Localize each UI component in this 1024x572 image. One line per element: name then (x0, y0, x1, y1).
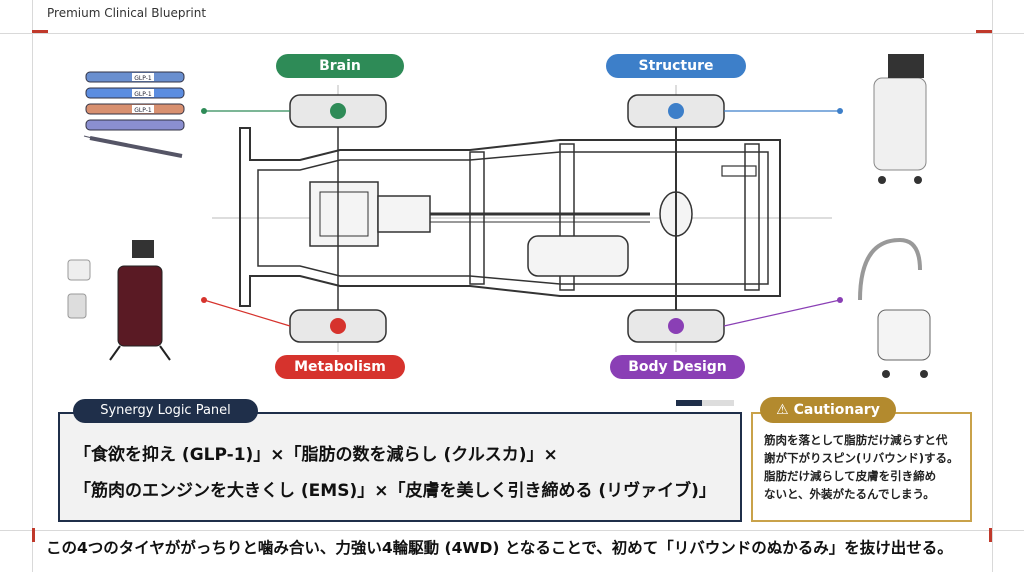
synergy-panel-progress-fill (676, 400, 703, 406)
corner-mark-tl (32, 30, 48, 33)
cautionary-title: ⚠ Cautionary (760, 397, 896, 423)
caution-line-1: 筋肉を落として脂肪だけ減らすと代 (764, 433, 948, 447)
label-structure: Structure (606, 54, 746, 78)
cautionary-title-text: Cautionary (793, 402, 880, 418)
pen-label-2: GLP-1 (134, 91, 152, 98)
tire-body-design (627, 309, 725, 343)
corner-mark-tr (976, 30, 992, 33)
label-brain: Brain (276, 54, 404, 78)
caution-line-4: ないと、外装がたるんでしまう。 (764, 487, 935, 501)
pen-3 (85, 103, 185, 115)
tire-metabolism (289, 309, 387, 343)
header-title: Premium Clinical Blueprint (47, 6, 207, 20)
synergy-line-1: 「食欲を抑え (GLP-1)」×「脂肪の数を減らし (クルスカ)」× (74, 445, 558, 465)
frame-top-line (0, 33, 1024, 34)
warning-icon: ⚠ (776, 402, 789, 418)
pen-label-1: GLP-1 (134, 75, 152, 82)
glp1-pens-illustration: GLP-1 GLP-1 GLP-1 (83, 71, 185, 158)
pen-label-3: GLP-1 (134, 107, 152, 114)
synergy-panel-progress (676, 400, 734, 406)
pen-2 (85, 87, 185, 99)
label-metabolism: Metabolism (275, 355, 405, 379)
synergy-line-2: 「筋肉のエンジンを大きくし (EMS)」×「皮膚を美しく引き締める (リヴァイブ… (74, 481, 716, 501)
corner-mark-bl (32, 528, 35, 542)
skin-tightening-device-illustration (858, 237, 931, 378)
frame-left-line (32, 0, 33, 572)
label-body-design: Body Design (610, 355, 745, 379)
tire-brain (289, 94, 387, 128)
pen-1 (85, 71, 185, 83)
synergy-logic-panel (58, 412, 742, 522)
cautionary-box (751, 412, 972, 522)
frame-right-line (992, 0, 993, 572)
corner-mark-br (989, 528, 992, 542)
caution-line-2: 謝が下がりスピン(リバウンド)する。 (764, 451, 959, 465)
synergy-panel-title: Synergy Logic Panel (73, 399, 258, 423)
cryolipolysis-device-illustration (873, 54, 927, 184)
pen-4 (85, 119, 185, 131)
caution-line-3: 脂肪だけ減らして皮膚を引き締め (764, 469, 937, 483)
ems-device-illustration (67, 240, 171, 361)
bottom-message: この4つのタイヤががっちりと噛み合い、力強い4輪駆動 (4WD) となることで、… (46, 539, 953, 557)
tire-structure (627, 94, 725, 128)
frame-bottom-line (0, 530, 1024, 531)
syringe-icon (83, 135, 183, 158)
